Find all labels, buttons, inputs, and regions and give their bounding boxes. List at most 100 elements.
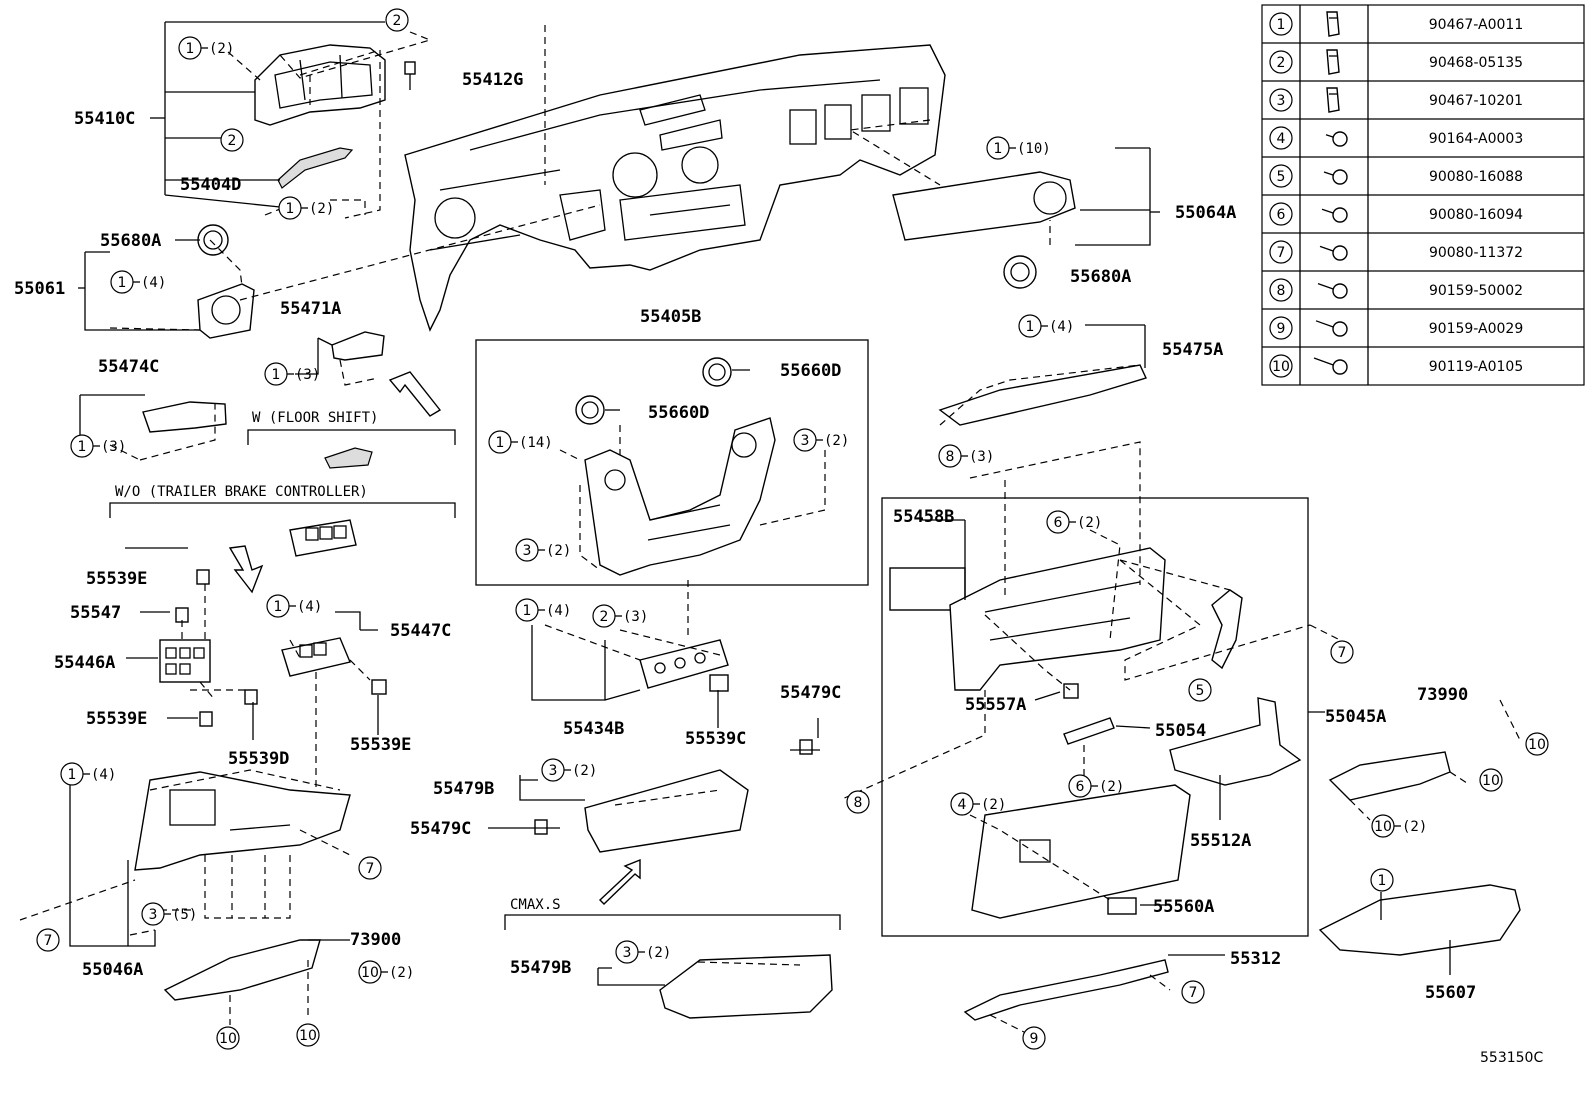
callout: 7 [358, 856, 382, 880]
part-label: 55479C [780, 683, 841, 703]
callout-number: 8 [946, 449, 955, 465]
callout-qty: (5) [172, 907, 197, 923]
switch-55539E-drawing [196, 569, 210, 585]
callout-number: 7 [44, 933, 53, 949]
callout-qty: (3) [101, 439, 126, 455]
part-number: 90159-A0029 [1429, 321, 1524, 337]
callout: 6(2) [1046, 510, 1102, 534]
part-label: 55412G [462, 70, 523, 90]
callout-circle [296, 1023, 320, 1047]
row-number: 2 [1277, 55, 1286, 71]
callout-qty: (2) [646, 945, 671, 961]
callout-qty: (2) [572, 763, 597, 779]
row-number: 8 [1277, 283, 1286, 299]
callout-number: 2 [228, 133, 237, 149]
callout-number: 10 [299, 1028, 317, 1044]
fastener-icon [1321, 207, 1348, 223]
part-number: 90080-16094 [1429, 207, 1523, 223]
part-label: 55660D [780, 361, 841, 381]
callout: 3(5) [141, 902, 197, 926]
lower-panel-drawing [134, 771, 351, 871]
switch-55547-drawing [175, 607, 189, 623]
callout: 1(4) [110, 270, 166, 294]
callout-number: 3 [623, 945, 632, 961]
center-vent-b-drawing [702, 357, 732, 387]
caption-floor-shift: W (FLOOR SHIFT) [252, 410, 378, 426]
callout: 1(3) [264, 362, 320, 386]
part-label: 55479B [510, 958, 571, 978]
callout: 7 [36, 928, 60, 952]
table-row: 6 90080-16094 [1269, 202, 1523, 226]
callout-circle [385, 8, 409, 32]
callout: 1(4) [60, 762, 116, 786]
part-label: 55312 [1230, 949, 1281, 969]
callout-number: 10 [219, 1031, 237, 1047]
part-label: 55539D [228, 749, 289, 769]
fastener-icon [1319, 245, 1348, 261]
callout-circle [1269, 240, 1293, 264]
glove-box-drawing [889, 547, 1302, 919]
drawing-id: 553150C [1480, 1050, 1543, 1066]
callout-circle [1330, 640, 1354, 664]
part-label: 55474C [98, 357, 159, 377]
pin-55479C-drawing [790, 739, 820, 755]
callout-number: 4 [958, 797, 967, 813]
callout-qty: (3) [295, 367, 320, 383]
center-vent-a-drawing [575, 395, 605, 425]
callout: 10 [1525, 732, 1549, 756]
part-label: 55410C [74, 109, 135, 129]
callout-number: 8 [854, 795, 863, 811]
part-label: 55547 [70, 603, 121, 623]
fastener-icon [1315, 320, 1348, 337]
callout-qty: (4) [1049, 319, 1074, 335]
part-number: 90159-50002 [1429, 283, 1523, 299]
part-label: 55479C [410, 819, 471, 839]
callout-number: 1 [78, 439, 87, 455]
part-label: 55046A [82, 960, 143, 980]
row-number: 3 [1277, 93, 1286, 109]
callout-number: 1 [286, 201, 295, 217]
fastener-icon [1325, 131, 1348, 147]
part-number: 90467-A0011 [1429, 17, 1524, 33]
row-number: 6 [1277, 207, 1286, 223]
callout-number: 3 [523, 543, 532, 559]
callout: 1(2) [178, 36, 234, 60]
fastener-icon [1326, 49, 1340, 75]
row-number: 5 [1277, 169, 1286, 185]
callout-qty: (4) [91, 767, 116, 783]
switch-55539E-lower-drawing [199, 711, 213, 727]
callout: 10 [1479, 768, 1503, 792]
part-label: 55434B [563, 719, 624, 739]
leader-lines [69, 21, 1451, 986]
callout-qty: (2) [1402, 819, 1427, 835]
callout: 7 [1330, 640, 1354, 664]
switch-55539D-drawing [244, 689, 258, 705]
part-number: 90467-10201 [1429, 93, 1523, 109]
callout-number: 7 [366, 861, 375, 877]
fastener-icon [1326, 11, 1340, 37]
callout: 3(2) [793, 428, 849, 452]
callout-number: 2 [393, 13, 402, 29]
part-label: 55064A [1175, 203, 1236, 223]
part-label: 55539E [86, 569, 147, 589]
fastener-icon [1317, 282, 1348, 299]
row-number: 7 [1277, 245, 1286, 261]
center-cluster-box [475, 339, 869, 586]
arrow-icon [598, 858, 641, 905]
callout-circle [1269, 316, 1293, 340]
part-label: 55061 [14, 279, 65, 299]
tray-55607-drawing [1318, 884, 1521, 956]
tray-cmax-drawing [659, 954, 833, 1019]
row-number: 4 [1277, 131, 1286, 147]
callout-qty: (2) [309, 201, 334, 217]
callout-circle [1269, 278, 1293, 302]
cluster-strip-drawing [277, 147, 354, 189]
callout-number: 9 [1030, 1031, 1039, 1047]
cluster-bezel-drawing [254, 44, 386, 126]
part-label: 55512A [1190, 831, 1251, 851]
fastener-icon [1326, 87, 1340, 113]
fastener-icon [1323, 169, 1348, 185]
table-row: 8 90159-50002 [1269, 278, 1523, 302]
part-label: 55660D [648, 403, 709, 423]
